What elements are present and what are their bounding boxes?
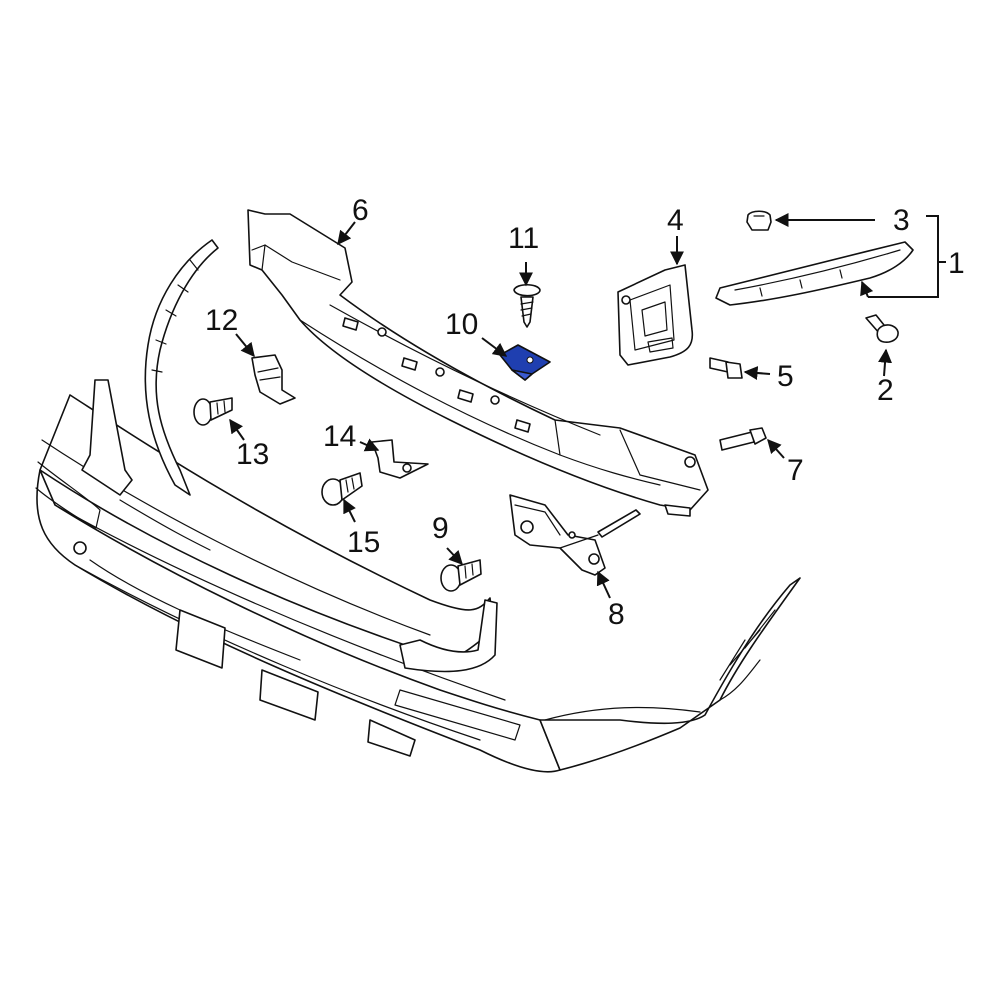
mount-bracket xyxy=(509,494,641,576)
callout-15: 15 xyxy=(347,526,380,559)
callout-14: 14 xyxy=(323,420,356,453)
push-pin-part-9 xyxy=(440,559,482,592)
bolt-part-5 xyxy=(709,357,743,379)
callout-4: 4 xyxy=(667,204,684,237)
bolt-part-7 xyxy=(719,427,767,451)
reinforcement-beam xyxy=(247,209,709,517)
callout-labels: 1 2 3 4 5 6 7 8 9 10 11 12 13 14 15 xyxy=(205,194,965,631)
callout-1: 1 xyxy=(948,247,965,280)
callout-12: 12 xyxy=(205,304,238,337)
callout-10: 10 xyxy=(445,308,478,341)
callout-7: 7 xyxy=(787,454,804,487)
callout-6: 6 xyxy=(352,194,369,227)
callout-8: 8 xyxy=(608,598,625,631)
clip-bracket-part-12 xyxy=(251,354,296,405)
side-bracket xyxy=(617,264,694,366)
cover-side-flange xyxy=(81,239,219,496)
leader-lines xyxy=(229,213,946,599)
trim-strip xyxy=(715,241,914,306)
highlighted-bracket-part-10 xyxy=(499,344,551,381)
screw-part-2 xyxy=(865,314,899,343)
bumper-cover xyxy=(35,394,801,773)
push-pin-part-13 xyxy=(193,397,233,426)
callout-5: 5 xyxy=(777,360,794,393)
callout-9: 9 xyxy=(432,512,449,545)
cover-center-tab xyxy=(399,599,498,673)
bracket-part-14 xyxy=(371,439,429,479)
callout-3: 3 xyxy=(893,204,910,237)
screw-part-11 xyxy=(513,283,541,328)
callout-2: 2 xyxy=(877,374,894,407)
callout-13: 13 xyxy=(236,438,269,471)
push-pin-clip xyxy=(746,210,772,231)
push-pin-part-15 xyxy=(321,472,363,506)
callout-11: 11 xyxy=(508,222,539,255)
